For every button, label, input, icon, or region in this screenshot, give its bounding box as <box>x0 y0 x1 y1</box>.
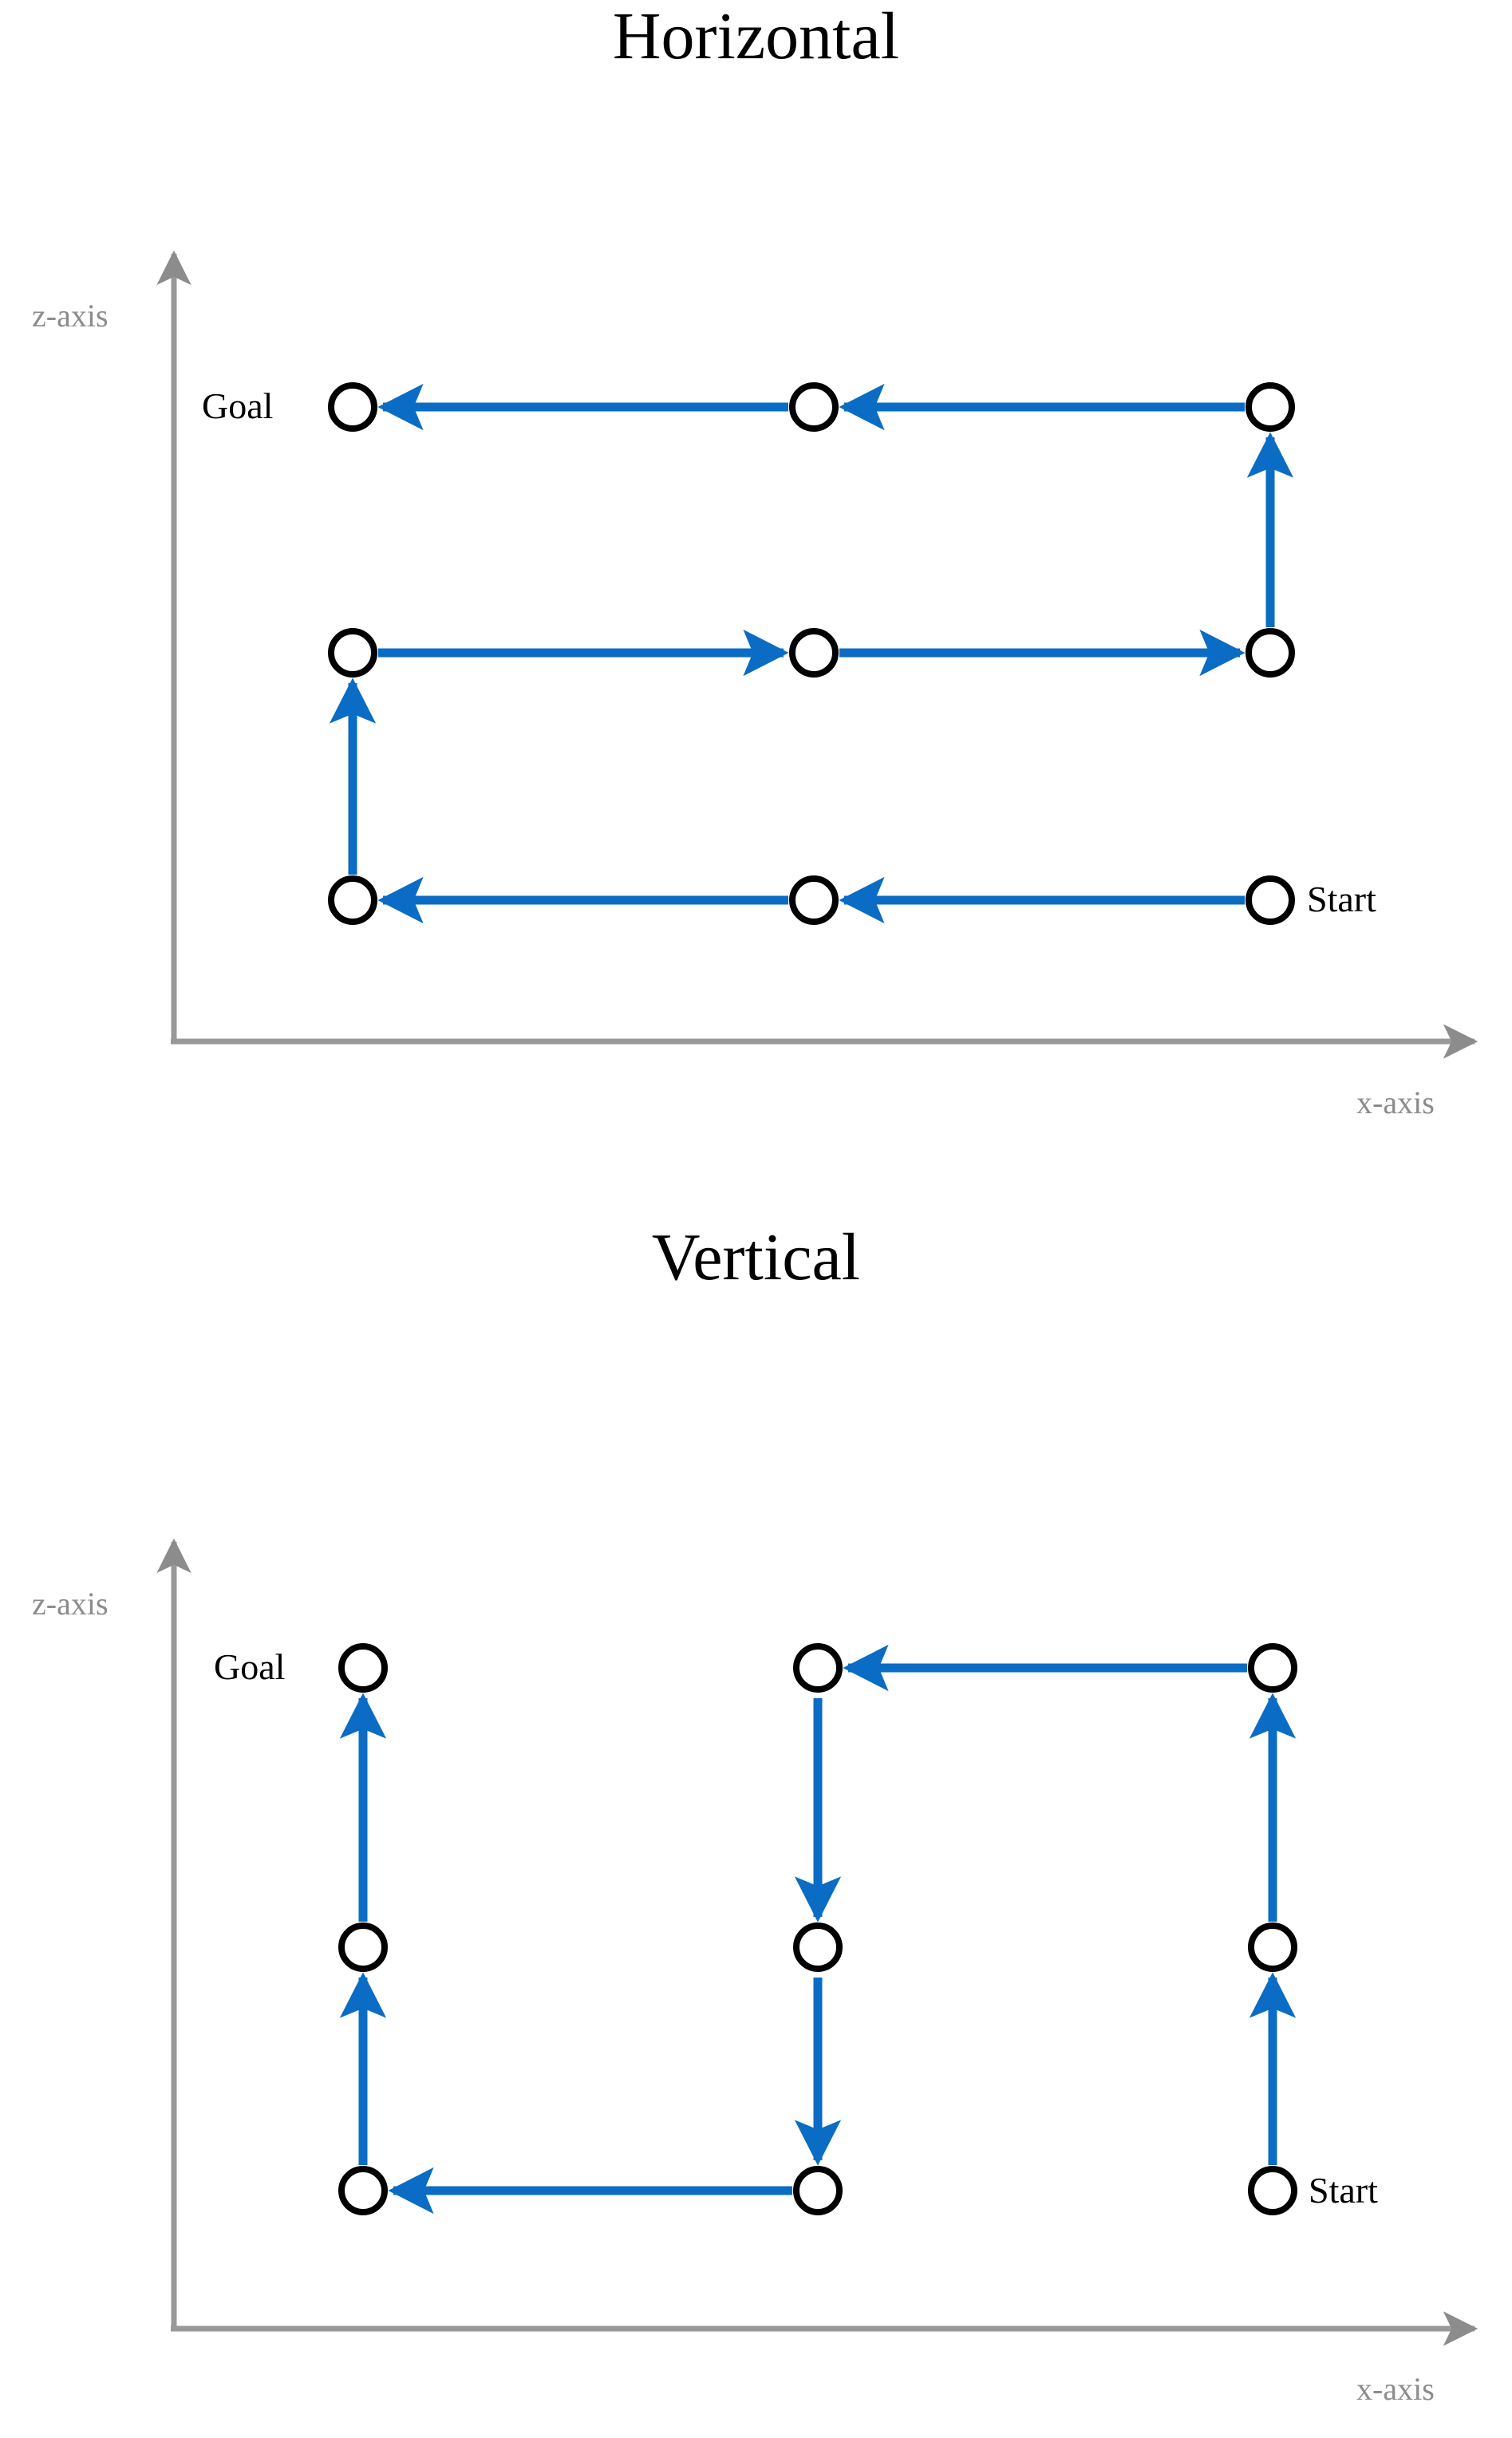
panel-horizontal: Horizontal z-axis x-axis Goal Start <box>0 0 1512 1197</box>
panel-title-horizontal: Horizontal <box>612 0 900 73</box>
goal-label: Goal <box>202 385 274 426</box>
node-n13[interactable] <box>328 875 377 925</box>
node-m21[interactable] <box>793 1643 843 1693</box>
node-n21[interactable] <box>789 382 839 432</box>
node-n31[interactable] <box>1246 382 1295 432</box>
node-m12[interactable] <box>338 1922 388 1972</box>
panel-vertical: Vertical z-axis x-axis Goal Start <box>0 1221 1512 2418</box>
start-label: Start <box>1309 2170 1378 2211</box>
panel-title-vertical: Vertical <box>651 1220 861 1294</box>
horizontal-plot <box>156 250 1478 1059</box>
node-m22[interactable] <box>793 1922 843 1972</box>
z-axis-label: z-axis <box>32 298 109 334</box>
node-n32[interactable] <box>1246 628 1295 678</box>
z-axis-label: z-axis <box>32 1586 109 1622</box>
x-axis-label: x-axis <box>1356 1085 1435 1120</box>
node-n12[interactable] <box>328 628 377 678</box>
vertical-plot <box>156 1538 1478 2346</box>
node-m31[interactable] <box>1248 1643 1297 1693</box>
node-n23[interactable] <box>789 875 839 925</box>
node-goal[interactable] <box>328 382 377 432</box>
node-m32[interactable] <box>1248 1922 1297 1972</box>
waypoint-nodes <box>328 382 1295 925</box>
path-edges <box>339 1644 1297 2215</box>
node-goal[interactable] <box>338 1643 388 1693</box>
waypoint-nodes <box>338 1643 1297 2215</box>
path-edges <box>329 383 1294 924</box>
node-m13[interactable] <box>338 2166 388 2215</box>
node-start[interactable] <box>1248 2166 1297 2215</box>
node-start[interactable] <box>1246 875 1295 925</box>
start-label: Start <box>1307 879 1376 919</box>
node-m23[interactable] <box>793 2166 843 2215</box>
x-axis-label: x-axis <box>1356 2371 1435 2407</box>
goal-label: Goal <box>214 1646 286 1687</box>
node-n22[interactable] <box>789 628 839 678</box>
